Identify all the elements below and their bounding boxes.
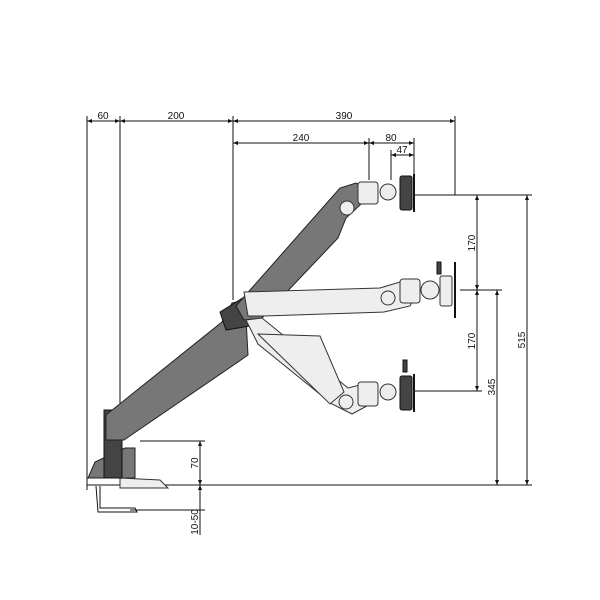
dim-mid-height: 345 bbox=[487, 378, 498, 395]
lower-arm bbox=[105, 295, 251, 441]
dimension-lines bbox=[87, 119, 529, 535]
dim-max-height: 515 bbox=[517, 331, 528, 348]
dim-post-to-elbow: 200 bbox=[168, 111, 185, 122]
dim-upper-arm: 240 bbox=[293, 133, 310, 144]
upper-arm-horizontal bbox=[243, 261, 456, 318]
dim-desk-thickness: 10-50 bbox=[190, 509, 201, 535]
dim-base-offset: 60 bbox=[97, 111, 109, 122]
dim-raise-lower: 170 bbox=[467, 332, 478, 349]
upper-arm-lowered bbox=[245, 317, 415, 415]
desk-clamp bbox=[87, 409, 170, 513]
dim-raise-upper: 170 bbox=[467, 234, 478, 251]
upper-arm-raised bbox=[235, 174, 415, 321]
dim-plate-depth: 47 bbox=[396, 145, 408, 156]
dim-total-reach: 390 bbox=[336, 111, 353, 122]
dim-base-height: 70 bbox=[190, 457, 201, 469]
dim-head-depth: 80 bbox=[385, 133, 397, 144]
